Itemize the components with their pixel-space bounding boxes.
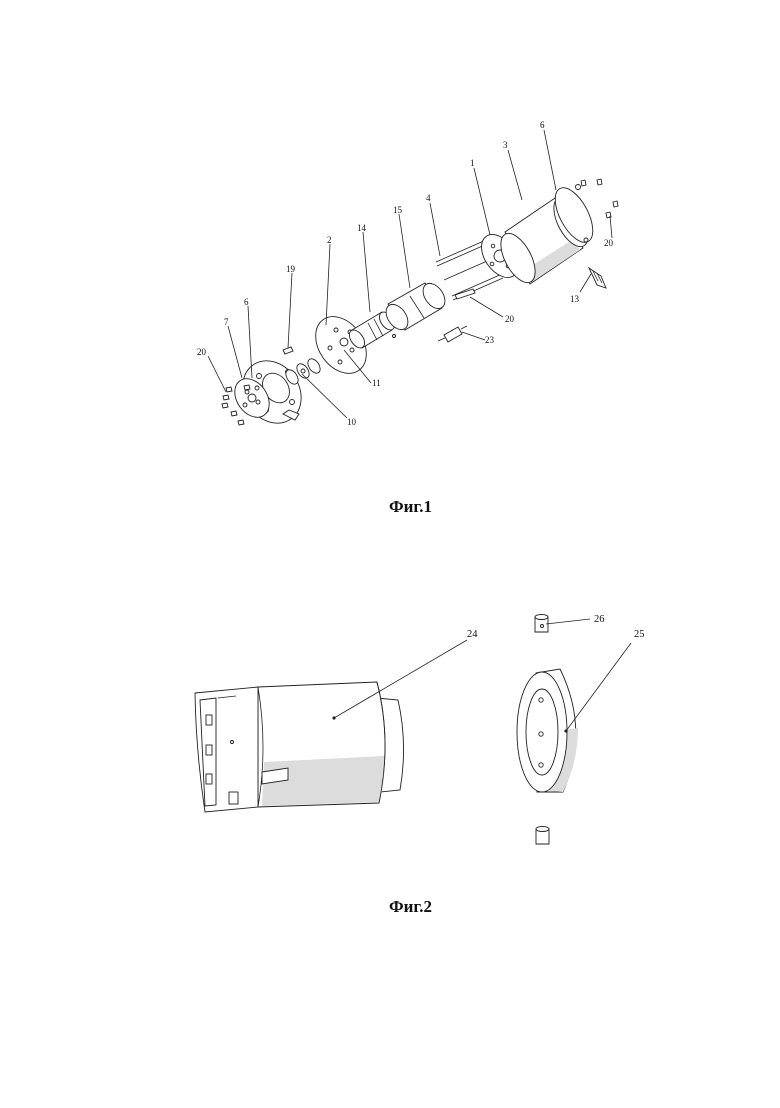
label-14: 14 [357, 223, 367, 233]
label-24: 24 [467, 629, 478, 640]
fitting-part [589, 268, 606, 288]
label-23: 23 [485, 335, 495, 345]
washers-part [283, 357, 322, 387]
label-4: 4 [426, 193, 431, 203]
fig2-labels: 24 25 26 [467, 614, 645, 640]
label-19: 19 [286, 264, 296, 274]
label-5: 6 [540, 120, 545, 130]
label-20-mid: 20 [505, 314, 515, 324]
label-13: 13 [570, 294, 580, 304]
label-25: 25 [634, 629, 645, 640]
housing-24 [195, 682, 404, 812]
label-1: 1 [470, 158, 475, 168]
label-7: 7 [224, 317, 229, 327]
ring-25 [517, 669, 578, 792]
label-10: 10 [347, 417, 357, 427]
figure-2-caption: Фиг.2 [389, 897, 432, 917]
figure-1-exploded-view: 6 3 1 4 15 14 2 19 6 7 20 11 10 13 20 23… [197, 120, 618, 435]
figure-2-assembled-view: 24 25 26 [195, 614, 645, 844]
label-6: 6 [244, 297, 249, 307]
label-3: 3 [503, 140, 508, 150]
label-15: 15 [393, 205, 403, 215]
figure-1-caption: Фиг.1 [389, 497, 432, 517]
label-26: 26 [594, 614, 605, 625]
part-23 [438, 326, 467, 342]
label-20-left: 20 [197, 347, 207, 357]
pin-part [283, 347, 293, 354]
label-20-right: 20 [604, 238, 614, 248]
label-11: 11 [372, 378, 381, 388]
label-2: 2 [327, 235, 332, 245]
